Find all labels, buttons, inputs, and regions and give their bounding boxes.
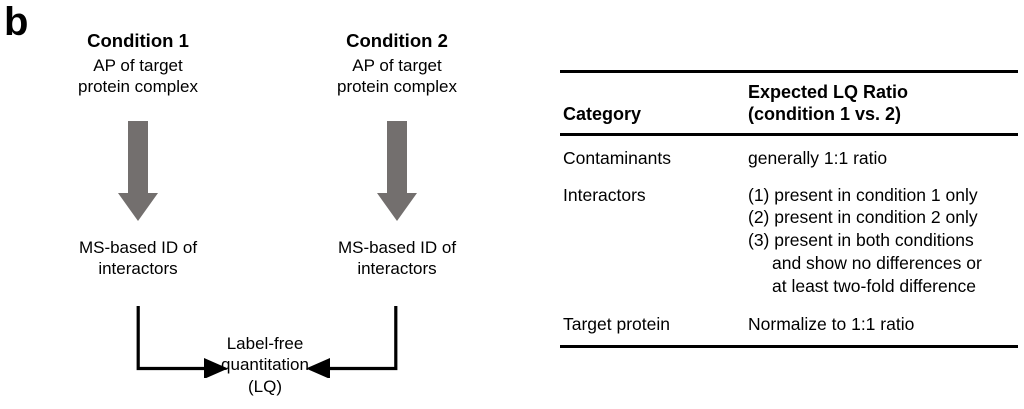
column-subtitle-line1: AP of target bbox=[352, 55, 442, 75]
list-item: at least two-fold difference bbox=[772, 275, 976, 296]
merge-label-line2: quantitation bbox=[221, 355, 309, 375]
stage-label-condition-2: MS-based ID of interactors bbox=[302, 237, 492, 279]
table-header-row: Category Expected LQ Ratio (condition 1 … bbox=[560, 73, 1018, 133]
table-header-category: Category bbox=[563, 103, 642, 124]
table-cell-category-contaminants: Contaminants bbox=[563, 147, 671, 168]
elbow-arrow-right-icon bbox=[136, 306, 241, 378]
merge-label-line3: (LQ) bbox=[248, 376, 282, 396]
table-rule-top bbox=[560, 70, 1018, 73]
table-cell-category-target-protein: Target protein bbox=[563, 314, 671, 335]
column-subtitle-condition-2: AP of target protein complex bbox=[302, 55, 492, 97]
column-subtitle-line2: protein complex bbox=[336, 76, 457, 96]
column-title-condition-2: Condition 2 bbox=[346, 30, 448, 51]
table-cell-value-interactors: (1) present in condition 1 only (2) pres… bbox=[748, 184, 1018, 298]
expected-lq-ratio-table: Category Expected LQ Ratio (condition 1 … bbox=[560, 70, 1018, 349]
stage-label-line1: MS-based ID of bbox=[337, 238, 457, 257]
elbow-arrow-left-icon bbox=[293, 306, 398, 378]
table-header-value-line1: Expected LQ Ratio bbox=[748, 82, 909, 102]
down-arrow-icon-condition-1 bbox=[118, 121, 158, 221]
column-subtitle-line1: AP of target bbox=[93, 55, 183, 75]
panel-letter: b bbox=[4, 0, 28, 44]
table-header-value-line2: (condition 1 vs. 2) bbox=[748, 103, 902, 124]
table-rule-header bbox=[560, 132, 1018, 136]
table-row: Interactors (1) present in condition 1 o… bbox=[560, 184, 1018, 314]
table-rule-bottom bbox=[560, 345, 1018, 349]
stage-label-line2: interactors bbox=[98, 259, 178, 279]
column-title-condition-1: Condition 1 bbox=[87, 30, 189, 51]
merge-label-line1: Label-free bbox=[226, 334, 304, 353]
workflow-column-condition-1: Condition 1 AP of target protein complex bbox=[43, 30, 233, 97]
table-cell-value-contaminants: generally 1:1 ratio bbox=[748, 147, 888, 168]
table-row: Contaminants generally 1:1 ratio bbox=[560, 136, 1018, 184]
merge-label-label-free-quantitation: Label-free quantitation (LQ) bbox=[190, 333, 340, 397]
list-item: and show no differences or bbox=[772, 252, 982, 273]
workflow-column-condition-2: Condition 2 AP of target protein complex bbox=[302, 30, 492, 97]
table-cell-value-target-protein: Normalize to 1:1 ratio bbox=[748, 314, 915, 335]
list-item: (1) present in condition 1 only bbox=[748, 184, 978, 205]
column-subtitle-line2: protein complex bbox=[77, 76, 198, 96]
down-arrow-icon-condition-2 bbox=[377, 121, 417, 221]
table-header-expected-lq-ratio: Expected LQ Ratio (condition 1 vs. 2) bbox=[748, 82, 1018, 126]
stage-label-line1: MS-based ID of bbox=[78, 238, 198, 257]
stage-label-line2: interactors bbox=[357, 259, 437, 279]
list-item: (2) present in condition 2 only bbox=[748, 207, 978, 228]
stage-label-condition-1: MS-based ID of interactors bbox=[43, 237, 233, 279]
table-row: Target protein Normalize to 1:1 ratio bbox=[560, 313, 1018, 345]
table-cell-category-interactors: Interactors bbox=[563, 184, 646, 205]
column-subtitle-condition-1: AP of target protein complex bbox=[43, 55, 233, 97]
interactors-condition-list: (1) present in condition 1 only (2) pres… bbox=[748, 184, 1018, 298]
list-item: (3) present in both conditions bbox=[748, 230, 974, 251]
